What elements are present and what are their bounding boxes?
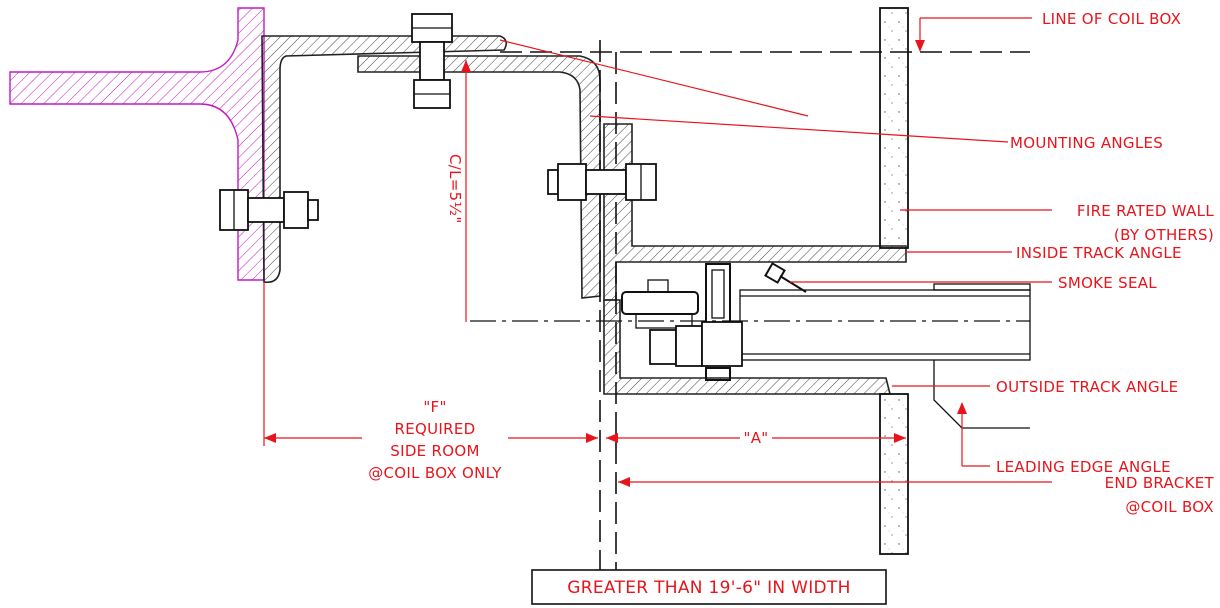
mounting-angle-top — [261, 35, 508, 284]
label-end-bracket: END BRACKET — [1105, 474, 1215, 492]
label-f-side-room: "F" REQUIRED SIDE ROOM @COIL BOX ONLY — [368, 398, 502, 482]
bolt-top — [411, 13, 453, 109]
leader-lines — [263, 17, 1052, 487]
roller-assembly — [621, 279, 743, 367]
title-box: GREATER THAN 19'-6" IN WIDTH — [531, 569, 887, 605]
label-by-others: (BY OTHERS) — [1114, 226, 1214, 244]
label-at-coil-box: @COIL BOX — [1125, 498, 1214, 516]
title-text: GREATER THAN 19'-6" IN WIDTH — [567, 578, 850, 598]
label-side-room: SIDE ROOM — [390, 442, 479, 460]
inside-track-angle — [603, 123, 907, 301]
label-coil-box-line: LINE OF COIL BOX — [1042, 10, 1181, 28]
smoke-seal — [764, 262, 807, 293]
mounting-angle-plate — [357, 55, 601, 299]
existing-steel-column — [9, 7, 265, 281]
label-outside-track-angle: OUTSIDE TRACK ANGLE — [996, 378, 1178, 396]
door-curtain — [705, 263, 1031, 429]
label-fire-rated-wall: FIRE RATED WALL — [1077, 202, 1214, 220]
label-dimension-a: "A" — [744, 429, 769, 447]
label-coil-box-only: @COIL BOX ONLY — [368, 464, 502, 482]
bolt-middle — [547, 163, 657, 201]
label-smoke-seal: SMOKE SEAL — [1058, 274, 1157, 292]
label-mounting-angles: MOUNTING ANGLES — [1010, 134, 1163, 152]
label-leading-edge-angle: LEADING EDGE ANGLE — [996, 458, 1171, 476]
bolt-left — [219, 189, 319, 231]
label-required: REQUIRED — [395, 420, 476, 438]
label-centerline-dimension: C/L=5½" — [446, 154, 464, 224]
label-f: "F" — [423, 398, 446, 416]
fire-rated-wall — [879, 7, 909, 555]
label-inside-track-angle: INSIDE TRACK ANGLE — [1016, 244, 1182, 262]
outside-track-angle — [603, 299, 892, 395]
end-bracket-lines — [599, 40, 617, 580]
